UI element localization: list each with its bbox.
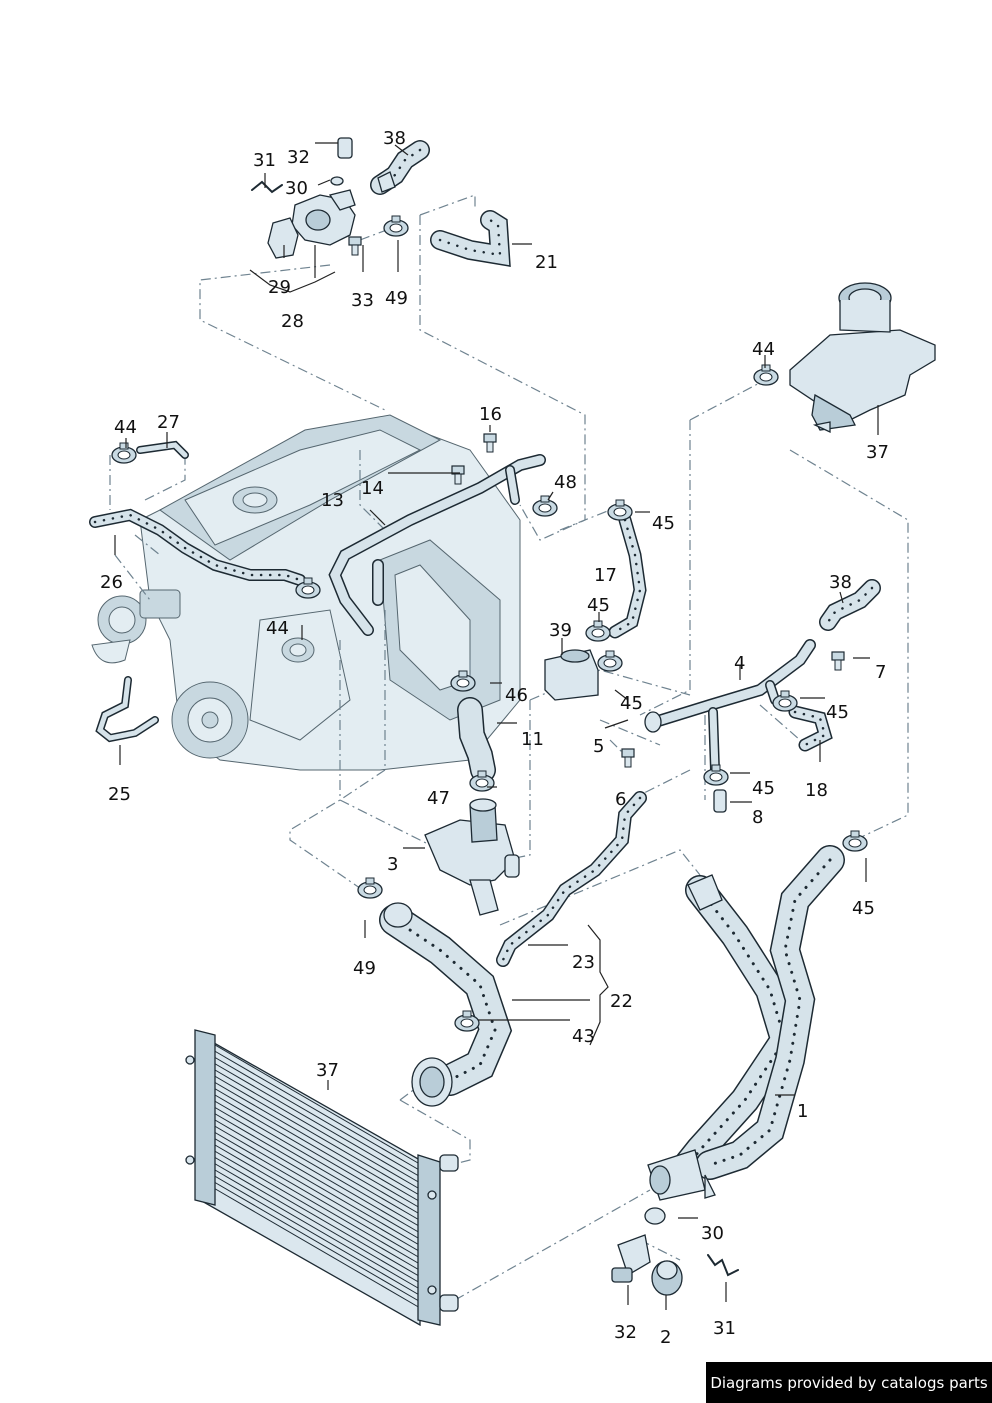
callout-44-engine: 44 — [266, 618, 289, 639]
callout-37-radiator: 37 — [316, 1060, 339, 1081]
callout-49-bottom: 49 — [353, 958, 376, 979]
hose-26 — [89, 508, 306, 586]
assembly-lines — [109, 194, 909, 1301]
credit-banner: Diagrams provided by catalogs parts — [706, 1362, 992, 1403]
callout-33: 33 — [351, 290, 374, 311]
callout-27: 27 — [157, 412, 180, 433]
sensors-bottom — [611, 1207, 739, 1296]
callout-1: 1 — [797, 1101, 808, 1122]
leader-lines — [114, 142, 879, 1310]
water-pump — [424, 798, 520, 916]
thermostat-housing — [267, 137, 356, 259]
callout-22: 22 — [610, 991, 633, 1012]
small-parts-top — [251, 171, 396, 194]
callout-47: 47 — [427, 788, 450, 809]
callout-30-top: 30 — [285, 178, 308, 199]
hose-1 — [647, 845, 845, 1201]
callout-45-39: 45 — [587, 595, 610, 616]
expansion-tank — [789, 282, 936, 434]
callout-44-tank: 44 — [752, 339, 775, 360]
hose-38-right — [819, 579, 881, 631]
callout-16: 16 — [479, 404, 502, 425]
callout-46: 46 — [505, 685, 528, 706]
hose-11 — [457, 697, 496, 783]
callout-13: 13 — [321, 490, 344, 511]
callout-43: 43 — [572, 1026, 595, 1047]
callout-45-5: 45 — [620, 693, 643, 714]
radiator — [185, 1029, 459, 1327]
callout-31-top: 31 — [253, 150, 276, 171]
callout-21: 21 — [535, 252, 558, 273]
hose-21 — [430, 210, 511, 267]
callout-7: 7 — [875, 662, 886, 683]
hose-6 — [713, 789, 727, 813]
callout-32-bottom: 32 — [614, 1322, 637, 1343]
coolant-pipe-13 — [328, 454, 546, 636]
callout-8: 8 — [752, 807, 763, 828]
pipe-27 — [136, 440, 189, 459]
callout-38-top: 38 — [383, 128, 406, 149]
callout-6: 6 — [615, 789, 626, 810]
callout-3: 3 — [387, 854, 398, 875]
callout-39: 39 — [549, 620, 572, 641]
callout-25: 25 — [108, 784, 131, 805]
callout-29: 29 — [268, 277, 291, 298]
callout-2: 2 — [660, 1327, 671, 1348]
callout-30-bottom: 30 — [701, 1223, 724, 1244]
callout-45-8: 45 — [752, 778, 775, 799]
pipe-25 — [95, 676, 159, 743]
callout-38-right: 38 — [829, 572, 852, 593]
callout-45-17: 45 — [652, 513, 675, 534]
callout-45-hose1: 45 — [852, 898, 875, 919]
hose-18 — [788, 705, 833, 752]
hose-23 — [496, 791, 647, 967]
callout-44-left: 44 — [114, 417, 137, 438]
callout-5: 5 — [593, 736, 604, 757]
callout-4: 4 — [734, 653, 745, 674]
callout-11: 11 — [521, 729, 544, 750]
callout-26: 26 — [100, 572, 123, 593]
coolant-pipe-4 — [644, 639, 816, 775]
callout-31-bottom: 31 — [713, 1318, 736, 1339]
callout-17: 17 — [594, 565, 617, 586]
callout-32-top: 32 — [287, 147, 310, 168]
callout-labels: 1 2 3 4 5 6 7 8 11 13 14 16 17 18 21 22 … — [100, 128, 889, 1348]
callout-45-18: 45 — [826, 702, 849, 723]
hose-22 — [379, 902, 513, 1107]
callout-23: 23 — [572, 952, 595, 973]
callout-48: 48 — [554, 472, 577, 493]
callout-18: 18 — [805, 780, 828, 801]
callout-28: 28 — [281, 311, 304, 332]
hose-17 — [608, 513, 647, 639]
callout-37-tank: 37 — [866, 442, 889, 463]
reservoir-39 — [544, 649, 599, 701]
callout-49-top: 49 — [385, 288, 408, 309]
callout-14: 14 — [361, 478, 384, 499]
